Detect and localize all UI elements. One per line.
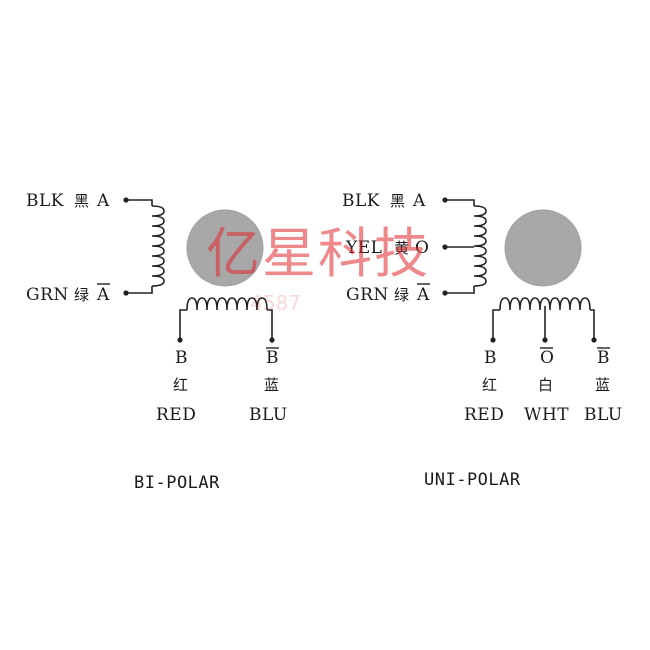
unipolar-blk-zh: 黑 [390,192,405,210]
bipolar-blk-pin: A [96,191,110,211]
watermark-logo: 亿星科技 [206,222,430,285]
unipolar-grn-zh: 绿 [394,286,409,304]
unipolar-label-yel: YEL 黄 O [345,238,429,258]
unipolar-wht-zh: 白 [538,376,553,394]
unipolar-rotor [504,209,582,287]
bipolar-red-pin: B [175,348,188,368]
bipolar-lead-b-bar [267,309,273,340]
bipolar-lead-a [126,199,153,206]
unipolar-label-grn: GRN 绿 A [346,283,430,305]
unipolar-lead-b-bar [590,309,595,340]
unipolar-lead-a-bar [445,286,475,294]
unipolar-coil-b [499,297,591,311]
unipolar-label-blk: BLK 黑 A [342,191,426,211]
bipolar-grn-pin: A [96,285,110,305]
unipolar-yel-en: YEL [345,238,382,258]
unipolar-blu-pin: B [597,348,610,368]
bipolar-label-blu: B 蓝 BLU [249,347,288,425]
unipolar-wht-pin: O [540,348,554,368]
unipolar-terminal-b [490,337,496,343]
watermark-number: 4587 [250,291,301,315]
bipolar-diagram: BLK 黑 A GRN 绿 A B 红 RED B [26,191,288,493]
unipolar-red-pin: B [484,348,497,368]
bipolar-blu-zh: 蓝 [264,376,279,394]
unipolar-blk-pin: A [412,191,426,211]
bipolar-grn-en: GRN [26,285,69,305]
unipolar-wht-en: WHT [524,405,569,425]
bipolar-lead-a-bar [126,286,153,294]
bipolar-blk-en: BLK [26,191,64,211]
unipolar-coil-a [473,205,487,287]
unipolar-caption: UNI-POLAR [424,470,521,490]
bipolar-terminal-b [177,337,183,343]
unipolar-label-blu: B 蓝 BLU [584,347,623,425]
bipolar-blu-en: BLU [249,405,288,425]
unipolar-blk-en: BLK [342,191,380,211]
bipolar-blu-pin: B [266,348,279,368]
unipolar-grn-pin: A [416,285,430,305]
unipolar-yel-zh: 黄 [394,239,409,257]
unipolar-grn-en: GRN [346,285,389,305]
unipolar-yel-pin: O [415,238,429,258]
unipolar-terminal-b-com [542,337,548,343]
unipolar-terminal-b-bar [591,337,597,343]
unipolar-red-zh: 红 [482,376,497,394]
unipolar-label-red: B 红 RED [464,348,504,425]
bipolar-coil-b [186,297,268,311]
unipolar-label-wht: O 白 WHT [524,347,569,425]
unipolar-lead-b [492,309,500,340]
bipolar-label-blk: BLK 黑 A [26,191,110,211]
bipolar-label-red: B 红 RED [156,348,196,425]
bipolar-red-en: RED [156,405,196,425]
bipolar-caption: BI-POLAR [134,473,220,493]
bipolar-rotor [186,209,264,287]
bipolar-coil-a [151,205,165,287]
unipolar-red-en: RED [464,405,504,425]
bipolar-lead-b [179,309,187,340]
bipolar-blk-zh: 黑 [74,192,89,210]
bipolar-terminal-b-bar [269,337,275,343]
unipolar-blu-en: BLU [584,405,623,425]
bipolar-red-zh: 红 [173,376,188,394]
bipolar-grn-zh: 绿 [74,286,89,304]
unipolar-diagram: BLK 黑 A YEL 黄 O GRN 绿 A B [342,191,623,490]
unipolar-lead-a [445,199,475,206]
unipolar-blu-zh: 蓝 [595,376,610,394]
bipolar-label-grn: GRN 绿 A [26,283,110,305]
